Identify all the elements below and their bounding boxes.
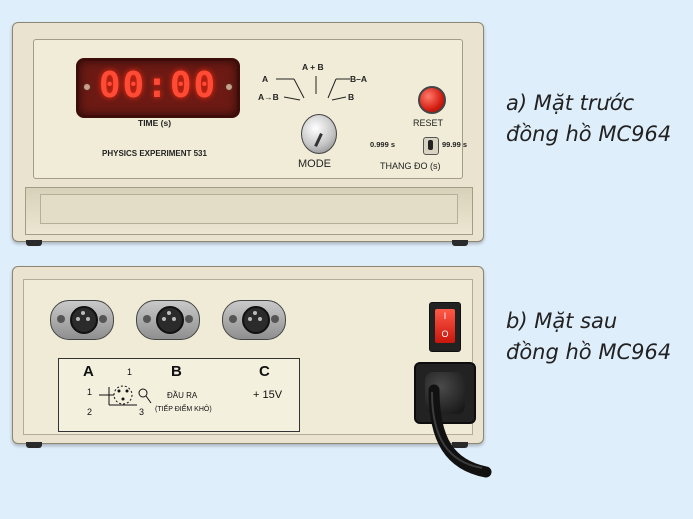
shelf-recess bbox=[40, 194, 458, 224]
connector-screw bbox=[185, 315, 193, 323]
pin-number-bottom-right: 3 bbox=[139, 407, 145, 417]
time-readout: 00:00 bbox=[98, 65, 218, 106]
back-foot-left bbox=[26, 442, 42, 448]
front-panel: 00:00 TIME (s) PHYSICS EXPERIMENT 531 A … bbox=[33, 39, 467, 179]
connector-socket-hole bbox=[156, 306, 184, 334]
connector-screw bbox=[143, 315, 151, 323]
power-on-symbol: I bbox=[443, 311, 447, 321]
power-cable bbox=[428, 384, 492, 478]
front-case: 00:00 TIME (s) PHYSICS EXPERIMENT 531 A … bbox=[12, 22, 484, 242]
socket-label-box: A B C 1 1 2 3 ĐẦU RA bbox=[58, 358, 300, 432]
knob-pointer bbox=[314, 133, 323, 147]
range-high-label: 99.99 s bbox=[442, 140, 468, 149]
mode-label-b: B bbox=[348, 92, 355, 102]
connector-pin bbox=[162, 317, 166, 321]
connector-pin bbox=[76, 317, 80, 321]
back-foot-right bbox=[452, 442, 468, 448]
mode-knob[interactable] bbox=[301, 114, 337, 154]
back-view: A B C 1 1 2 3 ĐẦU RA bbox=[12, 266, 484, 448]
socket-a-connector[interactable] bbox=[50, 300, 114, 340]
output-sublabel: (TIẾP ĐIỂM KHÔ) bbox=[155, 406, 212, 413]
front-foot-left bbox=[26, 240, 42, 246]
connector-screw bbox=[99, 315, 107, 323]
mode-label-a-plus-b: A + B bbox=[302, 62, 324, 72]
model-label: PHYSICS EXPERIMENT 531 bbox=[102, 149, 207, 158]
mode-label-a-to-b: A→B bbox=[258, 92, 279, 102]
power-inlet bbox=[414, 362, 476, 424]
connector-socket-hole bbox=[70, 306, 98, 334]
pin-number-top: 1 bbox=[127, 367, 133, 377]
display-screw-left bbox=[83, 83, 91, 91]
socket-c-label: C bbox=[259, 363, 270, 380]
power-rocker-switch[interactable]: I O bbox=[429, 302, 461, 352]
caption-front-line1: a) Mặt trước bbox=[506, 91, 635, 115]
mode-label-b-minus-a: B–A bbox=[350, 74, 368, 84]
toggle-lever bbox=[428, 140, 433, 150]
connector-pin bbox=[253, 311, 257, 315]
mode-scale-lines bbox=[276, 76, 350, 101]
connector-pin bbox=[167, 311, 171, 315]
front-foot-right bbox=[452, 240, 468, 246]
voltage-label: + 15V bbox=[253, 389, 283, 401]
pin-wiring-schematic-icon bbox=[99, 385, 152, 406]
display-screw-right bbox=[225, 83, 233, 91]
range-label: THANG ĐO (s) bbox=[380, 161, 441, 171]
pin-number-left: 1 bbox=[87, 387, 93, 397]
connector-screw bbox=[229, 315, 237, 323]
socket-b-label: B bbox=[171, 363, 182, 380]
caption-back-line2: đồng hồ MC964 bbox=[506, 340, 672, 364]
caption-front-line2: đồng hồ MC964 bbox=[506, 122, 672, 146]
reset-label: RESET bbox=[413, 118, 444, 128]
range-low-label: 0.999 s bbox=[370, 140, 396, 149]
time-label: TIME (s) bbox=[138, 118, 172, 128]
pin-number-bottom-left: 2 bbox=[87, 407, 93, 417]
front-view: 00:00 TIME (s) PHYSICS EXPERIMENT 531 A … bbox=[12, 22, 484, 246]
connector-socket-hole bbox=[242, 306, 270, 334]
connector-pin bbox=[172, 317, 176, 321]
mode-label: MODE bbox=[298, 158, 331, 170]
connector-screw bbox=[271, 315, 279, 323]
connector-pin bbox=[258, 317, 262, 321]
connector-pin bbox=[81, 311, 85, 315]
rocker-face: I O bbox=[435, 309, 455, 343]
reset-button[interactable] bbox=[418, 86, 446, 114]
socket-c-connector[interactable] bbox=[222, 300, 286, 340]
output-label: ĐẦU RA bbox=[167, 391, 198, 400]
caption-back-line1: b) Mặt sau bbox=[506, 309, 618, 333]
socket-a-label: A bbox=[83, 363, 94, 380]
mode-label-a: A bbox=[262, 74, 269, 84]
socket-b-connector[interactable] bbox=[136, 300, 200, 340]
back-case: A B C 1 1 2 3 ĐẦU RA bbox=[12, 266, 484, 444]
connector-screw bbox=[57, 315, 65, 323]
led-display: 00:00 bbox=[76, 58, 240, 118]
power-off-symbol: O bbox=[441, 329, 449, 339]
connector-pin bbox=[248, 317, 252, 321]
connector-pin bbox=[86, 317, 90, 321]
front-shelf bbox=[25, 187, 473, 235]
back-panel: A B C 1 1 2 3 ĐẦU RA bbox=[23, 279, 476, 435]
range-toggle-switch[interactable] bbox=[423, 137, 439, 155]
